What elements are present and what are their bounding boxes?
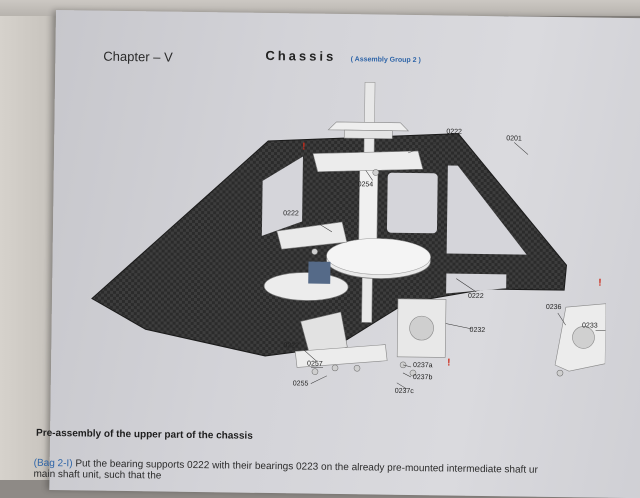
section-body: (Bag 2-I) Put the bearing supports 0222 … <box>33 458 640 489</box>
part-label-0222-top: 0222 <box>446 128 462 135</box>
part-label-0232: 0232 <box>470 327 486 334</box>
part-label-0222-mid: 0222 <box>468 293 484 300</box>
title-block: Chassis ( Assembly Group 2 ) <box>265 47 421 67</box>
part-label-0237c: 0237c <box>395 388 415 395</box>
section-heading: Pre-assembly of the upper part of the ch… <box>36 428 253 442</box>
part-label-0236: 0236 <box>546 304 562 311</box>
washer <box>557 370 563 376</box>
bag-reference: (Bag 2-I) <box>34 458 73 470</box>
part-label-0222-lower: 0222 <box>283 342 299 349</box>
part-label-0237a: 0237a <box>413 362 433 369</box>
part-label-0254: 0254 <box>358 181 374 188</box>
part-label-0237b: 0237b <box>413 374 433 381</box>
part-label-0201: 0201 <box>506 135 522 142</box>
part-label-0257: 0257 <box>307 361 323 368</box>
assembly-group-label: ( Assembly Group 2 ) <box>351 56 421 64</box>
part-label-0222-left: 0222 <box>283 210 299 217</box>
washer <box>332 365 338 371</box>
bearing-support-top <box>313 150 423 174</box>
washer <box>354 365 360 371</box>
frame-cutout <box>387 173 438 234</box>
washer <box>312 369 318 375</box>
warning-mark: ! <box>302 141 305 152</box>
warning-mark: ! <box>598 278 601 289</box>
washer <box>312 249 318 255</box>
warning-mark: ! <box>447 357 450 368</box>
part-label-0233: 0233 <box>582 322 598 329</box>
manual-page: Chapter – V Chassis ( Assembly Group 2 ) <box>49 10 640 498</box>
part-label-0255: 0255 <box>293 380 309 387</box>
page-title: Chassis <box>265 48 336 64</box>
swashplate-hub <box>344 130 392 139</box>
chapter-heading: Chapter – V <box>103 49 173 65</box>
swashplate-hub <box>328 122 408 131</box>
chassis-exploded-diagram: 0222 0201 0254 0222 0222 0232 0236 0233 … <box>84 68 609 415</box>
washer <box>373 169 379 175</box>
